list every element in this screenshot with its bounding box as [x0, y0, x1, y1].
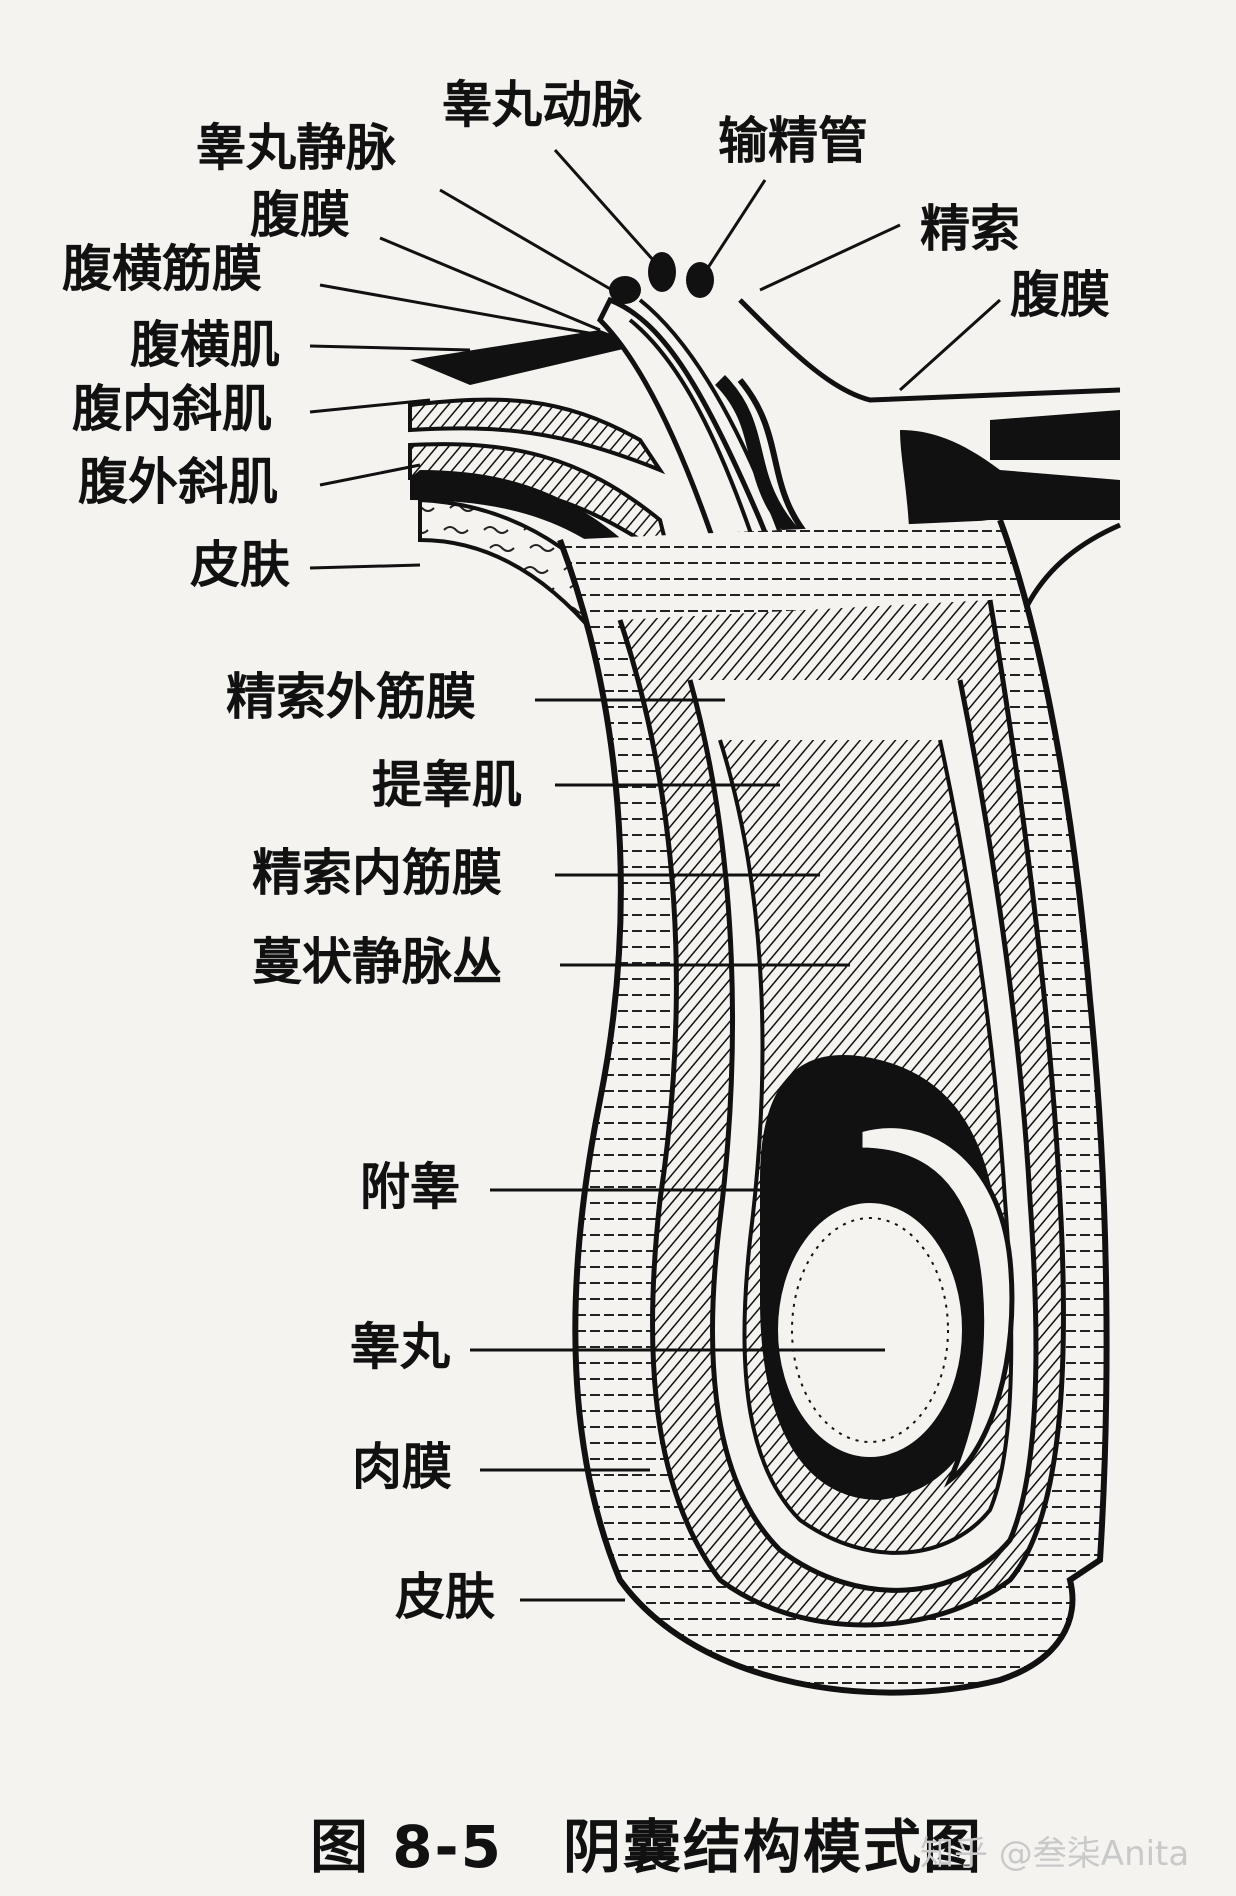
label-skin-lower: 皮肤 — [395, 1568, 495, 1626]
label-spermatic-cord: 精索 — [920, 200, 1020, 258]
label-pampiniform-plexus: 蔓状静脉丛 — [252, 933, 502, 991]
scrotal-sac — [557, 518, 1110, 1696]
label-testicular-vein: 睾丸静脉 — [196, 119, 396, 177]
testis — [772, 1197, 968, 1463]
watermark-text: 知乎 @叁柒Anita — [920, 1834, 1190, 1874]
epididymis — [857, 1123, 1015, 1488]
label-peritoneum-right: 腹膜 — [1010, 266, 1110, 324]
label-dartos: 肉膜 — [352, 1438, 452, 1496]
label-skin-upper: 皮肤 — [190, 536, 290, 594]
label-testis: 睾丸 — [350, 1318, 450, 1376]
label-peritoneum-left: 腹膜 — [250, 186, 350, 244]
label-cremaster: 提睾肌 — [372, 756, 522, 814]
label-transversus-abdominis: 腹横肌 — [130, 316, 280, 374]
label-internal-oblique: 腹内斜肌 — [72, 380, 272, 438]
label-testicular-artery: 睾丸动脉 — [442, 76, 642, 134]
label-internal-spermatic-fascia: 精索内筋膜 — [252, 844, 502, 902]
caption-number: 图 8-5 — [310, 1813, 503, 1881]
label-vas-deferens: 输精管 — [718, 112, 868, 170]
label-transversalis-fascia: 腹横筋膜 — [62, 240, 262, 298]
label-external-oblique: 腹外斜肌 — [78, 453, 278, 511]
figure-caption: 图 8-5 阴囊结构模式图 — [310, 1800, 983, 1884]
label-epididymis: 附睾 — [360, 1158, 460, 1216]
leader-lines — [309, 149, 1002, 1602]
caption-title: 阴囊结构模式图 — [562, 1813, 983, 1881]
label-external-spermatic-fascia: 精索外筋膜 — [226, 668, 476, 726]
